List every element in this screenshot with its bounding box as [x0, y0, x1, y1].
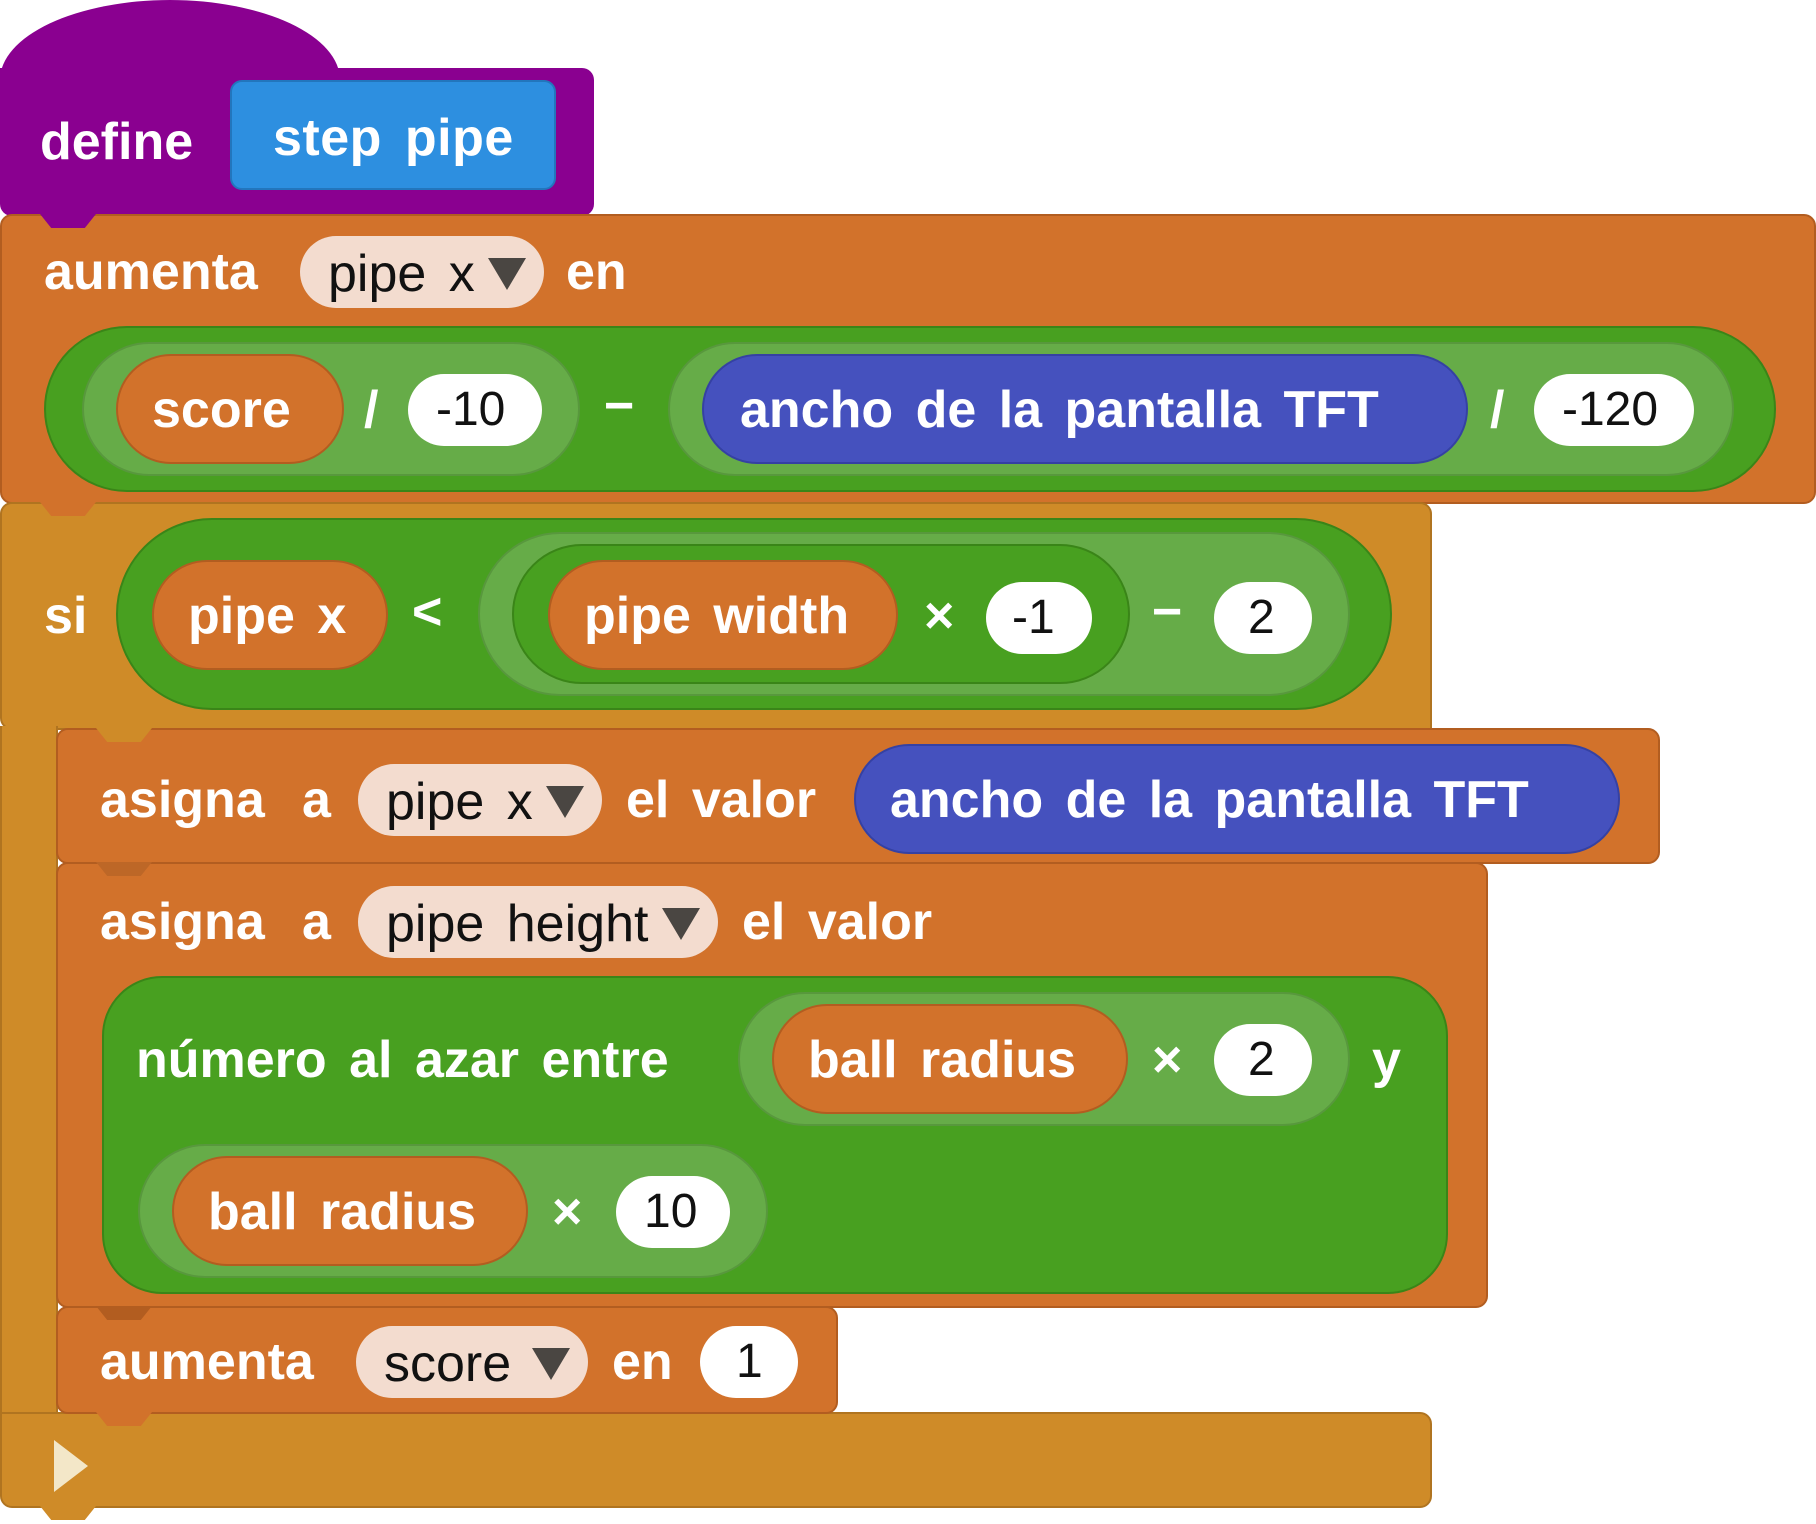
number-input-value: -1 — [1012, 591, 1055, 644]
if-block-left-arm — [0, 726, 58, 1416]
variable-dropdown-label: pipe height — [386, 895, 649, 953]
number-input-value: -120 — [1562, 383, 1659, 436]
multiply-symbol: × — [1152, 1031, 1183, 1089]
random-label: número al azar entre — [136, 1031, 669, 1089]
number-input[interactable] — [1534, 374, 1694, 446]
minus-symbol: − — [1152, 583, 1183, 641]
number-input[interactable] — [616, 1176, 730, 1248]
block-notch — [96, 1412, 152, 1426]
variable-reporter-label: pipe x — [188, 587, 347, 645]
block-notch — [40, 502, 96, 516]
number-input-value: 2 — [1248, 591, 1275, 644]
variable-reporter-label: pipe width — [584, 587, 850, 645]
variable-reporter-pipe-x[interactable] — [152, 560, 388, 670]
sensing-reporter-screen-width[interactable] — [854, 744, 1620, 854]
variable-reporter-ball-radius[interactable] — [172, 1156, 528, 1266]
variable-reporter-pipe-width[interactable] — [548, 560, 898, 670]
variable-dropdown-label: score — [384, 1335, 512, 1393]
number-input[interactable] — [408, 374, 542, 446]
variable-dropdown-label: pipe x — [328, 245, 475, 303]
divide-symbol: / — [1490, 381, 1505, 439]
variable-dropdown-label: pipe x — [386, 773, 533, 831]
variable-reporter-score[interactable] — [116, 354, 344, 464]
variable-reporter-ball-radius[interactable] — [772, 1004, 1128, 1114]
multiply-symbol: × — [552, 1183, 583, 1241]
sensing-reporter-label: ancho de la pantalla TFT — [740, 381, 1379, 439]
set-keyword: asigna — [100, 893, 265, 951]
number-input-value: 10 — [644, 1185, 698, 1238]
block-notch — [40, 1506, 96, 1520]
if-keyword: si — [44, 587, 88, 645]
if-block-footer[interactable] — [0, 1412, 1432, 1508]
change-keyword: aumenta — [100, 1333, 314, 1391]
dropdown-triangle-icon — [662, 908, 700, 940]
minus-symbol: − — [604, 377, 635, 435]
number-input[interactable] — [700, 1326, 798, 1398]
divide-symbol: / — [364, 381, 379, 439]
and-word: y — [1372, 1031, 1401, 1089]
expand-arrow-icon[interactable] — [54, 1440, 88, 1492]
procedure-name[interactable]: step pipe — [273, 109, 514, 167]
number-input[interactable] — [1214, 582, 1312, 654]
set-value-word: el valor — [626, 771, 817, 829]
set-to-word: a — [302, 771, 331, 829]
multiply-symbol: × — [924, 587, 955, 645]
dropdown-triangle-icon — [532, 1348, 570, 1380]
block-notch — [96, 862, 152, 876]
variable-dropdown-pipe-height[interactable] — [358, 886, 718, 958]
sensing-reporter-screen-width[interactable] — [702, 354, 1468, 464]
sensing-reporter-label: ancho de la pantalla TFT — [890, 771, 1529, 829]
number-input-value: 1 — [736, 1335, 763, 1388]
change-keyword: aumenta — [44, 243, 258, 301]
change-by-word: en — [612, 1333, 673, 1391]
variable-reporter-label: ball radius — [208, 1183, 477, 1241]
block-notch — [96, 728, 152, 742]
set-value-word: el valor — [742, 893, 933, 951]
block-notch — [96, 1306, 152, 1320]
set-to-word: a — [302, 893, 331, 951]
number-input[interactable] — [1214, 1024, 1312, 1096]
dropdown-triangle-icon — [546, 786, 584, 818]
number-input[interactable] — [986, 582, 1092, 654]
variable-reporter-label: ball radius — [808, 1031, 1077, 1089]
number-input-value: -10 — [436, 383, 506, 436]
number-input-value: 2 — [1248, 1033, 1275, 1086]
custom-block-prototype[interactable] — [230, 80, 556, 190]
set-keyword: asigna — [100, 771, 265, 829]
dropdown-triangle-icon — [488, 258, 526, 290]
block-notch — [40, 214, 96, 228]
change-by-word: en — [566, 243, 627, 301]
less-than-symbol: < — [412, 583, 443, 641]
define-keyword: define — [40, 113, 194, 171]
variable-reporter-label: score — [152, 381, 291, 439]
